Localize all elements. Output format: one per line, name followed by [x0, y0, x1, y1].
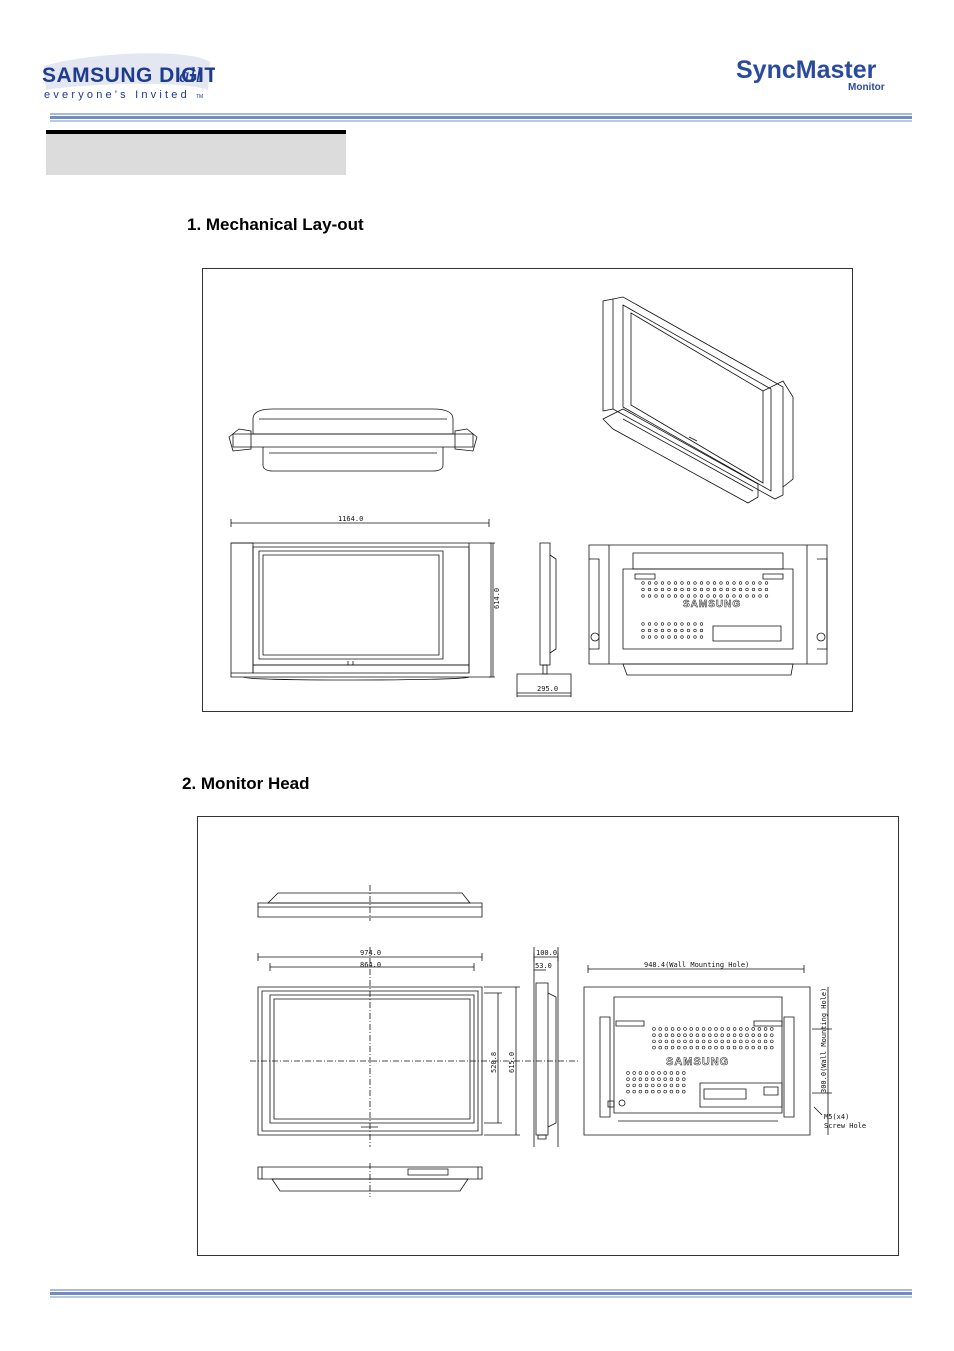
perspective-view-drawing	[602, 296, 794, 504]
svg-text:SAMSUNG DIGIT: SAMSUNG DIGIT	[42, 64, 215, 87]
header-rule	[50, 113, 912, 122]
dim-depth: 100.0	[536, 949, 557, 957]
samsung-digitall-logo: SAMSUNG DIGIT all everyone's Invited TM	[42, 53, 215, 101]
svg-text:SAMSUNG: SAMSUNG	[666, 1056, 729, 1068]
svg-text:SyncMaster: SyncMaster	[736, 56, 877, 84]
dim-width-1164: 1164.0	[338, 515, 363, 523]
svg-text:all: all	[179, 63, 201, 87]
dim-screw-label: Screw Hole	[824, 1122, 866, 1130]
dim-screw-size: M5(x4)	[824, 1113, 849, 1121]
svg-text:SAMSUNG: SAMSUNG	[683, 599, 741, 610]
head-back-view-drawing	[583, 965, 832, 1136]
head-bottom-view-drawing	[257, 1163, 483, 1197]
page-title-bar	[46, 130, 346, 175]
back-view-drawing	[588, 544, 828, 676]
dim-outer-width: 974.0	[360, 949, 381, 957]
monitor-head-drawing: SAMSUNG 974.0 864.0 100.0 53.0 520.8 615…	[197, 816, 899, 1256]
dim-height-614: 614.0	[493, 588, 501, 609]
dim-outer-height: 615.0	[508, 1052, 516, 1073]
dim-wall-mount-vertical: 300.0(Wall Mounting Hole)	[820, 988, 828, 1093]
footer-rule	[50, 1289, 912, 1298]
top-view-drawing	[228, 408, 478, 472]
section-heading-monitor-head: 2. Monitor Head	[182, 774, 310, 793]
head-back-vent-grid	[626, 1027, 774, 1094]
dim-inner-height: 520.8	[490, 1052, 498, 1073]
side-view-drawing	[516, 542, 572, 697]
mechanical-layout-drawing: SAMSUNG 1164.0 614.0 295.0	[202, 268, 853, 712]
head-front-view-drawing	[250, 947, 578, 1147]
back-vent-grid	[641, 581, 769, 639]
dim-wall-mount-horizontal: 948.4(Wall Mounting Hole)	[644, 961, 749, 969]
head-side-view-drawing	[533, 947, 559, 1147]
syncmaster-logo: SyncMaster Monitor	[736, 56, 885, 93]
dim-depth-295: 295.0	[537, 685, 558, 693]
head-top-view-drawing	[257, 885, 483, 921]
svg-text:Monitor: Monitor	[848, 82, 885, 93]
section-heading-mechanical-layout: 1. Mechanical Lay-out	[187, 215, 364, 234]
svg-text:everyone's Invited: everyone's Invited	[44, 89, 190, 101]
dim-inner-width: 864.0	[360, 961, 381, 969]
dim-bezel-depth: 53.0	[535, 962, 552, 970]
front-view-drawing	[230, 519, 495, 681]
svg-text:TM: TM	[196, 94, 203, 100]
